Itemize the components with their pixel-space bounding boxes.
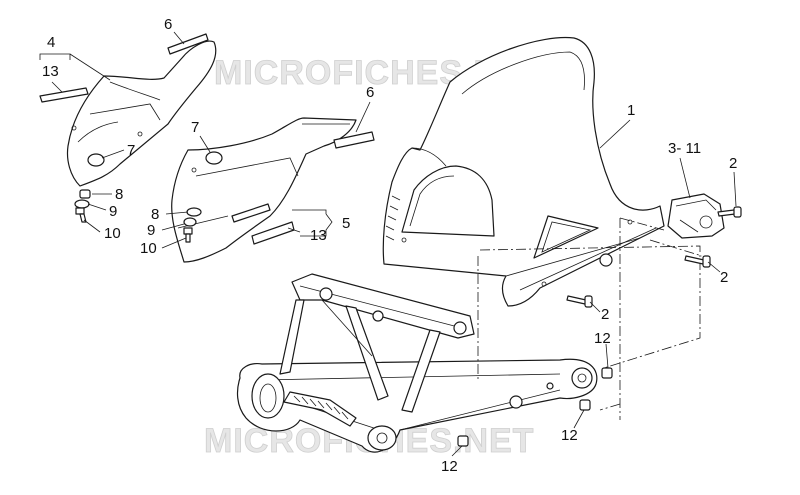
callout-7: 7 <box>191 119 199 136</box>
callout-2: 2 <box>729 155 737 172</box>
callout-13: 13 <box>310 227 327 244</box>
callout-5: 5 <box>342 215 350 232</box>
callout-3-11: 3- 11 <box>668 140 701 157</box>
leader-lines <box>39 31 737 457</box>
callout-2: 2 <box>601 306 609 323</box>
callout-10: 10 <box>140 240 157 257</box>
left-cover-4 <box>39 33 217 223</box>
callout-7: 7 <box>127 142 135 159</box>
callout-9: 9 <box>147 222 155 239</box>
callout-4: 4 <box>47 34 55 51</box>
callout-10: 10 <box>104 225 121 242</box>
callout-6: 6 <box>366 84 374 101</box>
assembly-guides <box>477 217 703 420</box>
swingarm <box>236 273 598 453</box>
callout-12: 12 <box>561 427 578 444</box>
bracket-3-11 <box>667 193 725 239</box>
callout-13: 13 <box>42 63 59 80</box>
fasteners <box>457 206 742 447</box>
callout-labels: 4 13 6 7 8 9 10 7 6 8 9 10 5 13 1 3- 11 … <box>42 16 737 475</box>
callout-2: 2 <box>720 269 728 286</box>
center-cover-5 <box>171 117 375 263</box>
callout-8: 8 <box>115 186 123 203</box>
callout-12: 12 <box>594 330 611 347</box>
callout-6: 6 <box>164 16 172 33</box>
callout-12: 12 <box>441 458 458 475</box>
callout-8: 8 <box>151 206 159 223</box>
rear-fender <box>382 36 665 307</box>
callout-9: 9 <box>109 203 117 220</box>
callout-1: 1 <box>627 102 635 119</box>
